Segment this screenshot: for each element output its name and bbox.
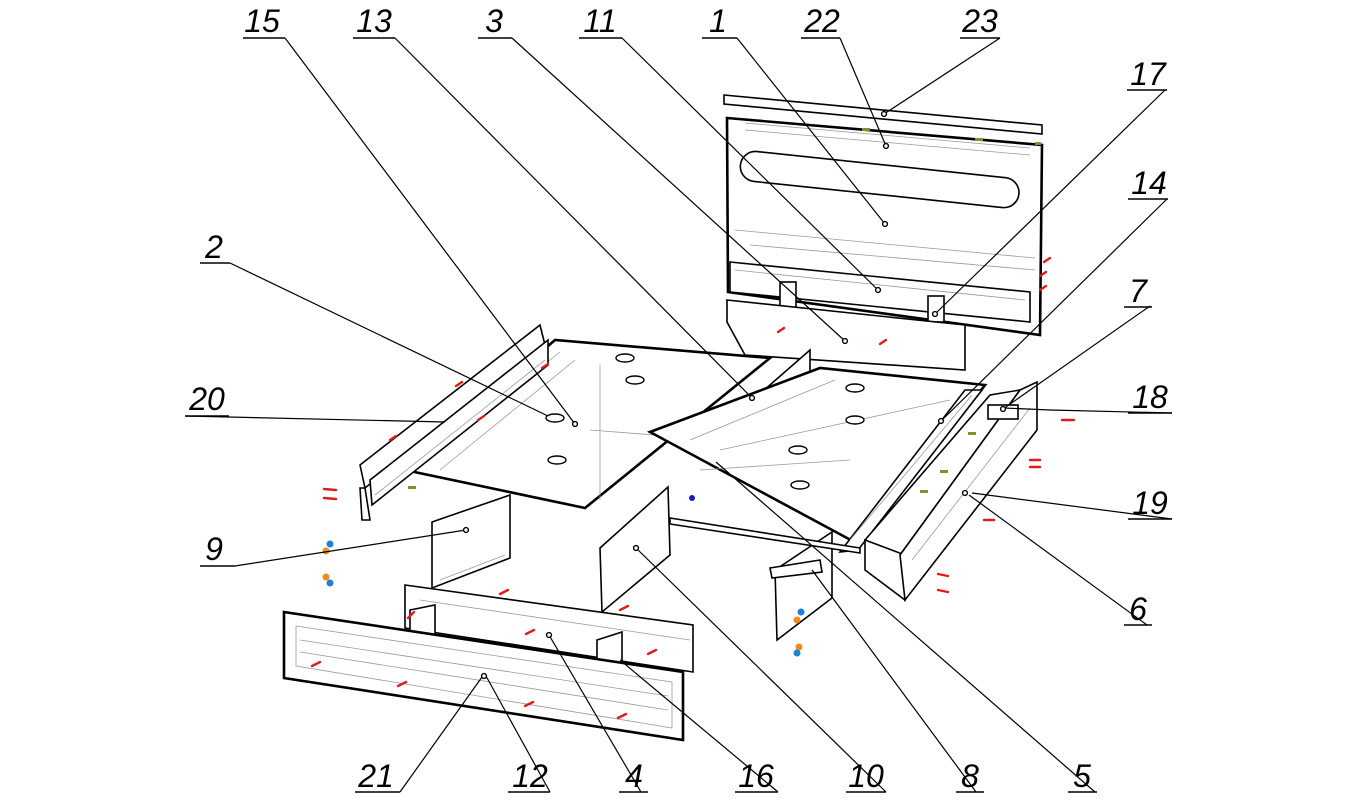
- callout-4: 4: [619, 758, 648, 794]
- callout-19: 19: [1128, 485, 1172, 521]
- callout-8-label: 8: [961, 758, 979, 794]
- callout-13: 13: [353, 3, 395, 39]
- parts-drawing: [282, 94, 1076, 742]
- fasteners: [310, 128, 1076, 720]
- callout-9: 9: [200, 531, 235, 567]
- callout-14-label: 14: [1131, 165, 1167, 201]
- callout-18: 18: [1128, 379, 1172, 415]
- callout-1-label: 1: [709, 3, 727, 39]
- callout-2: 2: [200, 229, 230, 265]
- callout-5: 5: [1068, 758, 1097, 794]
- callout-20: 20: [185, 381, 229, 417]
- part-5-bottom-slat: [669, 517, 861, 554]
- callout-17-label: 17: [1130, 56, 1167, 92]
- callout-23: 23: [960, 3, 1000, 39]
- callout-16-label: 16: [738, 758, 774, 794]
- part-13-right-platform: [646, 366, 988, 547]
- callout-12-label: 12: [512, 758, 548, 794]
- callout-6: 6: [1124, 591, 1152, 627]
- part-17-bracket: [779, 281, 945, 323]
- callout-11: 11: [579, 3, 622, 39]
- callout-23-label: 23: [961, 3, 998, 39]
- callout-22: 22: [801, 3, 840, 39]
- callout-5-label: 5: [1073, 758, 1091, 794]
- callout-3: 3: [478, 3, 512, 39]
- callout-22-label: 22: [803, 3, 840, 39]
- callout-7-label: 7: [1129, 273, 1148, 309]
- callout-15: 15: [243, 3, 285, 39]
- callout-17: 17: [1127, 56, 1167, 92]
- callout-15-label: 15: [244, 3, 280, 39]
- callout-10-label: 10: [848, 758, 884, 794]
- callout-7: 7: [1124, 273, 1152, 309]
- callout-3-label: 3: [485, 3, 503, 39]
- callout-18-label: 18: [1132, 379, 1168, 415]
- callout-11-label: 11: [583, 3, 616, 39]
- callout-2-label: 2: [204, 229, 223, 265]
- callout-21: 21: [355, 758, 400, 794]
- leader-dots: [462, 110, 1007, 680]
- callout-21-label: 21: [357, 758, 394, 794]
- callout-13-label: 13: [356, 3, 392, 39]
- callout-4-label: 4: [625, 758, 643, 794]
- leader-lines: [184, 37, 1173, 793]
- callout-10: 10: [846, 758, 886, 794]
- callout-1: 1: [702, 3, 737, 39]
- callouts: 15 13 3 11 1 22 23 17: [185, 3, 1172, 794]
- callout-14: 14: [1128, 165, 1168, 201]
- callout-8: 8: [956, 758, 984, 794]
- callout-6-label: 6: [1129, 591, 1147, 627]
- part-3-head-crossbar: [726, 299, 966, 371]
- part-9-left-divider: [431, 493, 511, 590]
- callout-9-label: 9: [205, 531, 223, 567]
- callout-20-label: 20: [188, 381, 225, 417]
- callout-12: 12: [508, 758, 550, 794]
- part-8-right-divider: [769, 530, 833, 642]
- part-20-left-side-rail: [359, 323, 549, 521]
- callout-16: 16: [735, 758, 778, 794]
- callout-19-label: 19: [1132, 485, 1168, 521]
